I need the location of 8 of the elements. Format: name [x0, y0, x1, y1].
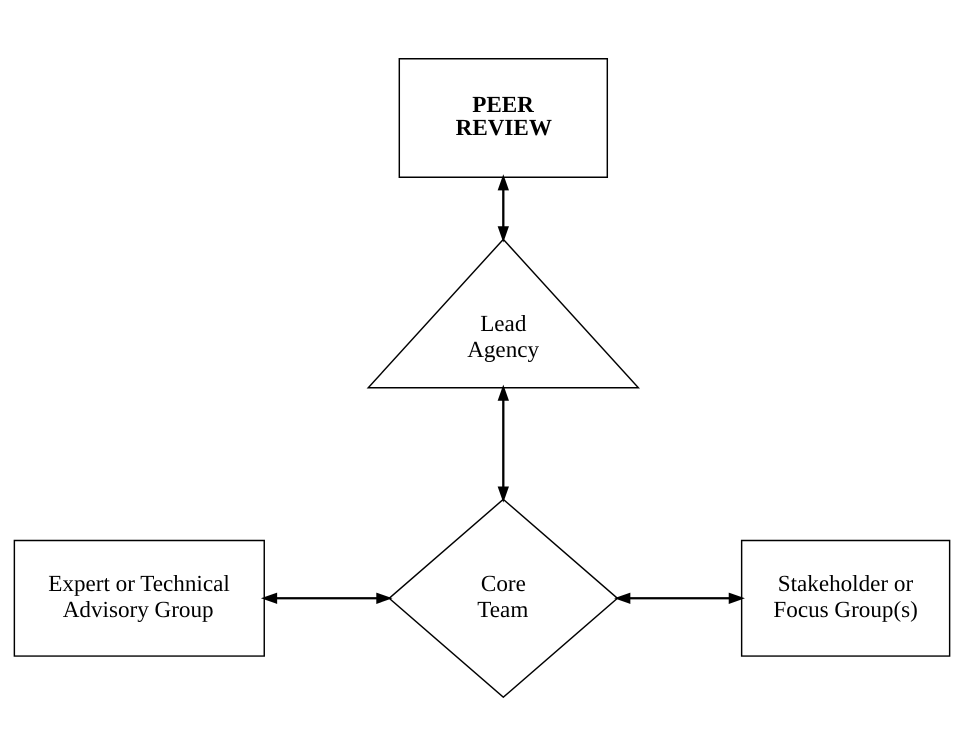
arrow [614, 592, 745, 604]
arrow [260, 592, 392, 604]
arrow [498, 384, 509, 502]
node-box: PEER REVIEW [398, 58, 608, 178]
node-box: Stakeholder or Focus Group(s) [740, 539, 950, 656]
arrow [498, 174, 509, 242]
node-box: Expert or Technical Advisory Group [14, 539, 265, 656]
node-diamond: Core Team [388, 498, 619, 698]
